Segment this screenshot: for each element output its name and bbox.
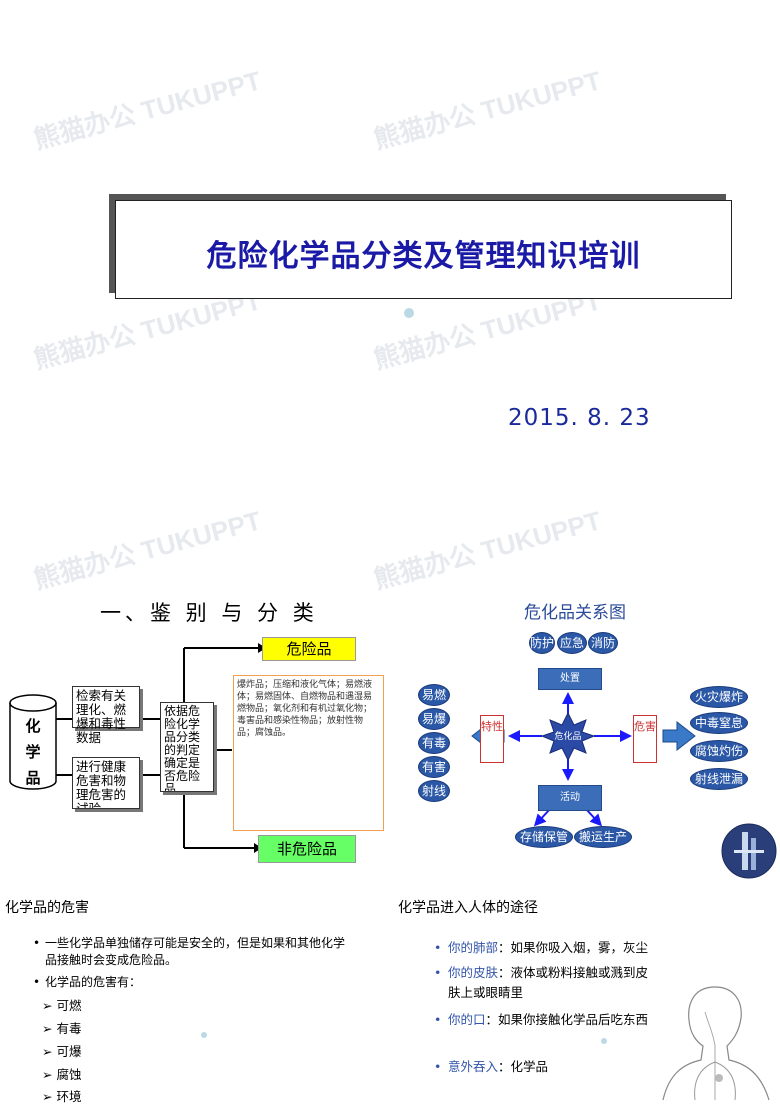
node-protect: 防护 [529,632,555,654]
node-poisoning: 中毒窒息 [690,712,748,734]
node-transport: 搬运生产 [574,826,632,848]
route-item-skin: •你的皮肤：液体或粉料接触或溅到皮肤上或眼睛里 [448,963,658,1003]
route-item-mouth: •你的口：如果你接触化学品后吃东西 [448,1010,658,1030]
box-basis: 依据危险化学品分类的判定确定是否危险品 [160,702,214,792]
hazards-bullet-2: •化学品的危害有： [45,972,141,992]
node-storage: 存储保管 [515,826,573,848]
watermark: 熊猫办公 TUKUPPT [369,60,605,156]
box-activity: 活动 [538,785,602,811]
label-dangerous: 危险品 [262,637,356,661]
page-title: 危险化学品分类及管理知识培训 [116,231,731,275]
chemical-label: 化学品 [23,713,43,791]
decor-dot [404,308,414,318]
node-fire: 消防 [588,632,618,654]
date-text: 2015. 8. 23 [508,405,651,431]
hazards-heading: 化学品的危害 [5,897,89,917]
node-emergency: 应急 [557,632,587,654]
box-test: 进行健康危害和物理危害的试验 [72,757,140,809]
hazard-item: ➢ 可爆 [42,1042,81,1062]
label-nondangerous: 非危险品 [258,835,356,863]
watermark: 熊猫办公 TUKUPPT [29,500,265,596]
title-box: 危险化学品分类及管理知识培训 [115,200,732,299]
center-label: 危化品 [552,729,584,742]
hazard-item: ➢ 腐蚀 [42,1065,81,1085]
node-fire-explosion: 火灾爆炸 [690,686,748,708]
relation-title: 危化品关系图 [524,598,626,623]
hazard-item: ➢ 可燃 [42,996,81,1016]
box-properties: 特性 [480,715,504,763]
box-hazard: 危害 [633,715,657,763]
hazards-bullet-1: •一些化学品单独储存可能是安全的，但是如果和其他化学品接触时会变成危险品。 [45,935,355,969]
decor-dot [201,1032,207,1038]
hazard-item: ➢ 有毒 [42,1019,81,1039]
photo-circle [720,822,778,880]
node-corrosion: 腐蚀灼伤 [690,740,748,762]
node-explosive: 易爆 [418,708,450,730]
node-harmful: 有害 [418,756,450,778]
box-handling: 处置 [538,668,602,690]
node-radiation: 射线 [418,780,450,802]
route-item-lungs: •你的肺部：如果你吸入烟，雾，灰尘 [448,938,658,958]
node-flammable: 易燃 [418,684,450,706]
watermark: 熊猫办公 TUKUPPT [369,500,605,596]
routes-heading: 化学品进入人体的途径 [398,897,538,917]
node-toxic: 有毒 [418,732,450,754]
node-radiation-leak: 射线泄漏 [690,768,748,790]
box-check-data: 检索有关理化、燃爆和毒性数据 [72,686,140,728]
hazard-item: ➢ 环境 [42,1087,81,1107]
danger-list: 爆炸品；压缩和液化气体；易燃液体；易燃固体、自燃物品和遇湿易燃物品；氧化剂和有机… [233,675,384,831]
human-anatomy-illustration [655,982,780,1102]
watermark: 熊猫办公 TUKUPPT [29,60,265,156]
route-item-ingest: •意外吞入：化学品 [448,1057,658,1077]
decor-dot [601,1038,607,1044]
